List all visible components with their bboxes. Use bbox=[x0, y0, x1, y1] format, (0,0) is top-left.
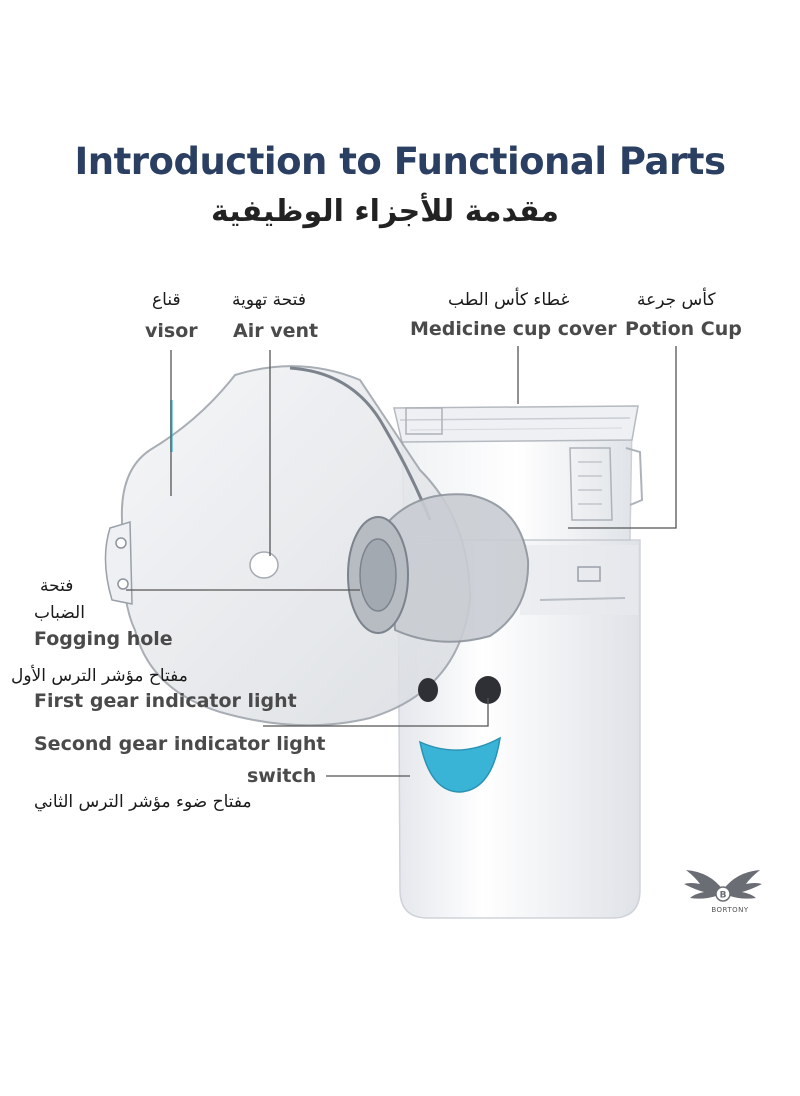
switch-smile bbox=[418, 736, 501, 793]
label-visor-ar: قناع bbox=[152, 290, 181, 310]
winged-b-logo-icon: B bbox=[684, 870, 762, 902]
label-switch-en: switch bbox=[247, 765, 317, 787]
leader-lines bbox=[126, 346, 677, 777]
svg-text:B: B bbox=[720, 891, 727, 901]
fogging-nozzle bbox=[347, 493, 530, 643]
label-medicine-cup-cover-en: Medicine cup cover bbox=[410, 318, 617, 340]
label-air-vent-en: Air vent bbox=[233, 320, 319, 342]
label-fogging-hole-ar-1: فتحة bbox=[40, 576, 74, 596]
label-first-gear-ar: مفتاح مؤشر الترس الأول bbox=[11, 666, 188, 686]
label-visor-en: visor bbox=[145, 320, 198, 342]
label-first-gear-en: First gear indicator light bbox=[34, 690, 297, 712]
label-potion-cup-ar: كأس جرعة bbox=[637, 290, 716, 310]
label-air-vent-ar: فتحة تهوية bbox=[232, 290, 306, 310]
label-fogging-hole-en: Fogging hole bbox=[34, 628, 173, 650]
medicine-cup-cover bbox=[393, 405, 639, 443]
label-fogging-hole-ar-2: الضباب bbox=[34, 603, 85, 623]
label-second-gear-en: Second gear indicator light bbox=[34, 733, 326, 755]
label-potion-cup-en: Potion Cup bbox=[625, 318, 742, 340]
visor-mask bbox=[104, 365, 472, 727]
brand-logo-text: BORTONY bbox=[711, 906, 749, 914]
page-title: Introduction to Functional Parts bbox=[74, 140, 726, 183]
label-switch-ar: مفتاح ضوء مؤشر الترس الثاني bbox=[34, 792, 252, 812]
indicator-lights bbox=[418, 676, 501, 704]
page-title-arabic: مقدمة للأجزاء الوظيفية bbox=[211, 194, 559, 229]
label-medicine-cup-cover-ar: غطاء كأس الطب bbox=[448, 290, 570, 310]
